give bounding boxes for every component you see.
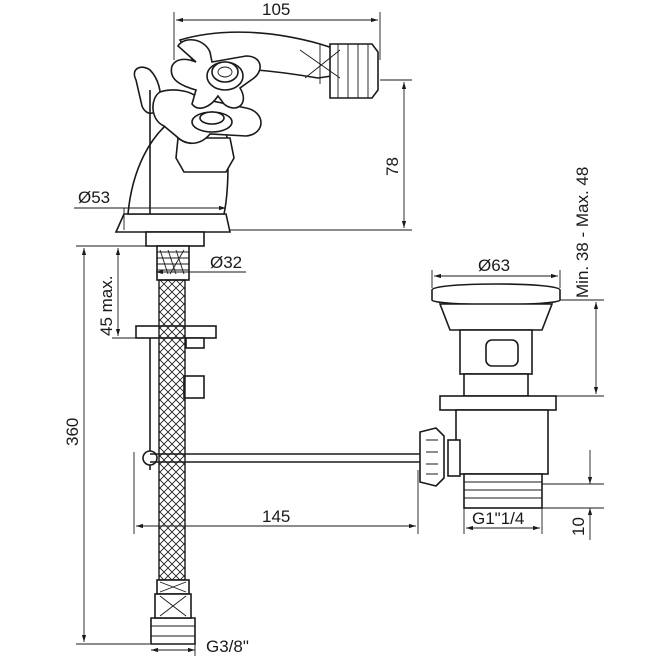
popup-linkage — [142, 338, 420, 470]
dim-total-height: 360 — [63, 245, 150, 645]
popup-waste — [419, 283, 561, 509]
cross-handle-rear — [152, 89, 262, 145]
label-spout-height: 78 — [383, 157, 402, 176]
label-waste-diameter: Ø63 — [478, 256, 510, 275]
dim-waste-thread: G1"1/4 — [463, 508, 543, 534]
label-waste-thread: G1"1/4 — [472, 509, 524, 528]
dim-hose-thread: G3/8" — [151, 637, 249, 656]
label-rod-length: 145 — [262, 507, 290, 526]
dim-top-width: 105 — [173, 0, 381, 60]
spray-head — [299, 43, 379, 99]
label-max-deck: 45 max. — [97, 276, 116, 336]
label-top-width: 105 — [262, 0, 290, 19]
label-waste-range: Min. 38 - Max. 48 — [573, 167, 592, 298]
mixer-body — [114, 31, 379, 233]
dim-base-diameter: Ø53 — [74, 188, 226, 230]
label-waste-tail: 10 — [569, 517, 588, 536]
flexible-hose — [150, 279, 196, 645]
dim-waste-diameter: Ø63 — [431, 256, 561, 288]
label-shank-diameter: Ø32 — [210, 253, 242, 272]
dim-max-deck: 45 max. — [97, 245, 146, 339]
label-total-height: 360 — [63, 418, 82, 446]
dim-spout-height: 78 — [230, 79, 412, 231]
label-hose-thread: G3/8" — [206, 637, 249, 656]
dim-waste-tail: 10 — [542, 450, 604, 540]
shank-assembly — [135, 231, 217, 399]
dim-shank-diameter: Ø32 — [156, 253, 246, 275]
dim-waste-range: Min. 38 - Max. 48 — [556, 167, 604, 397]
dim-rod-length: 145 — [133, 452, 419, 534]
label-base-diameter: Ø53 — [78, 188, 110, 207]
cross-handle-top — [170, 39, 261, 109]
